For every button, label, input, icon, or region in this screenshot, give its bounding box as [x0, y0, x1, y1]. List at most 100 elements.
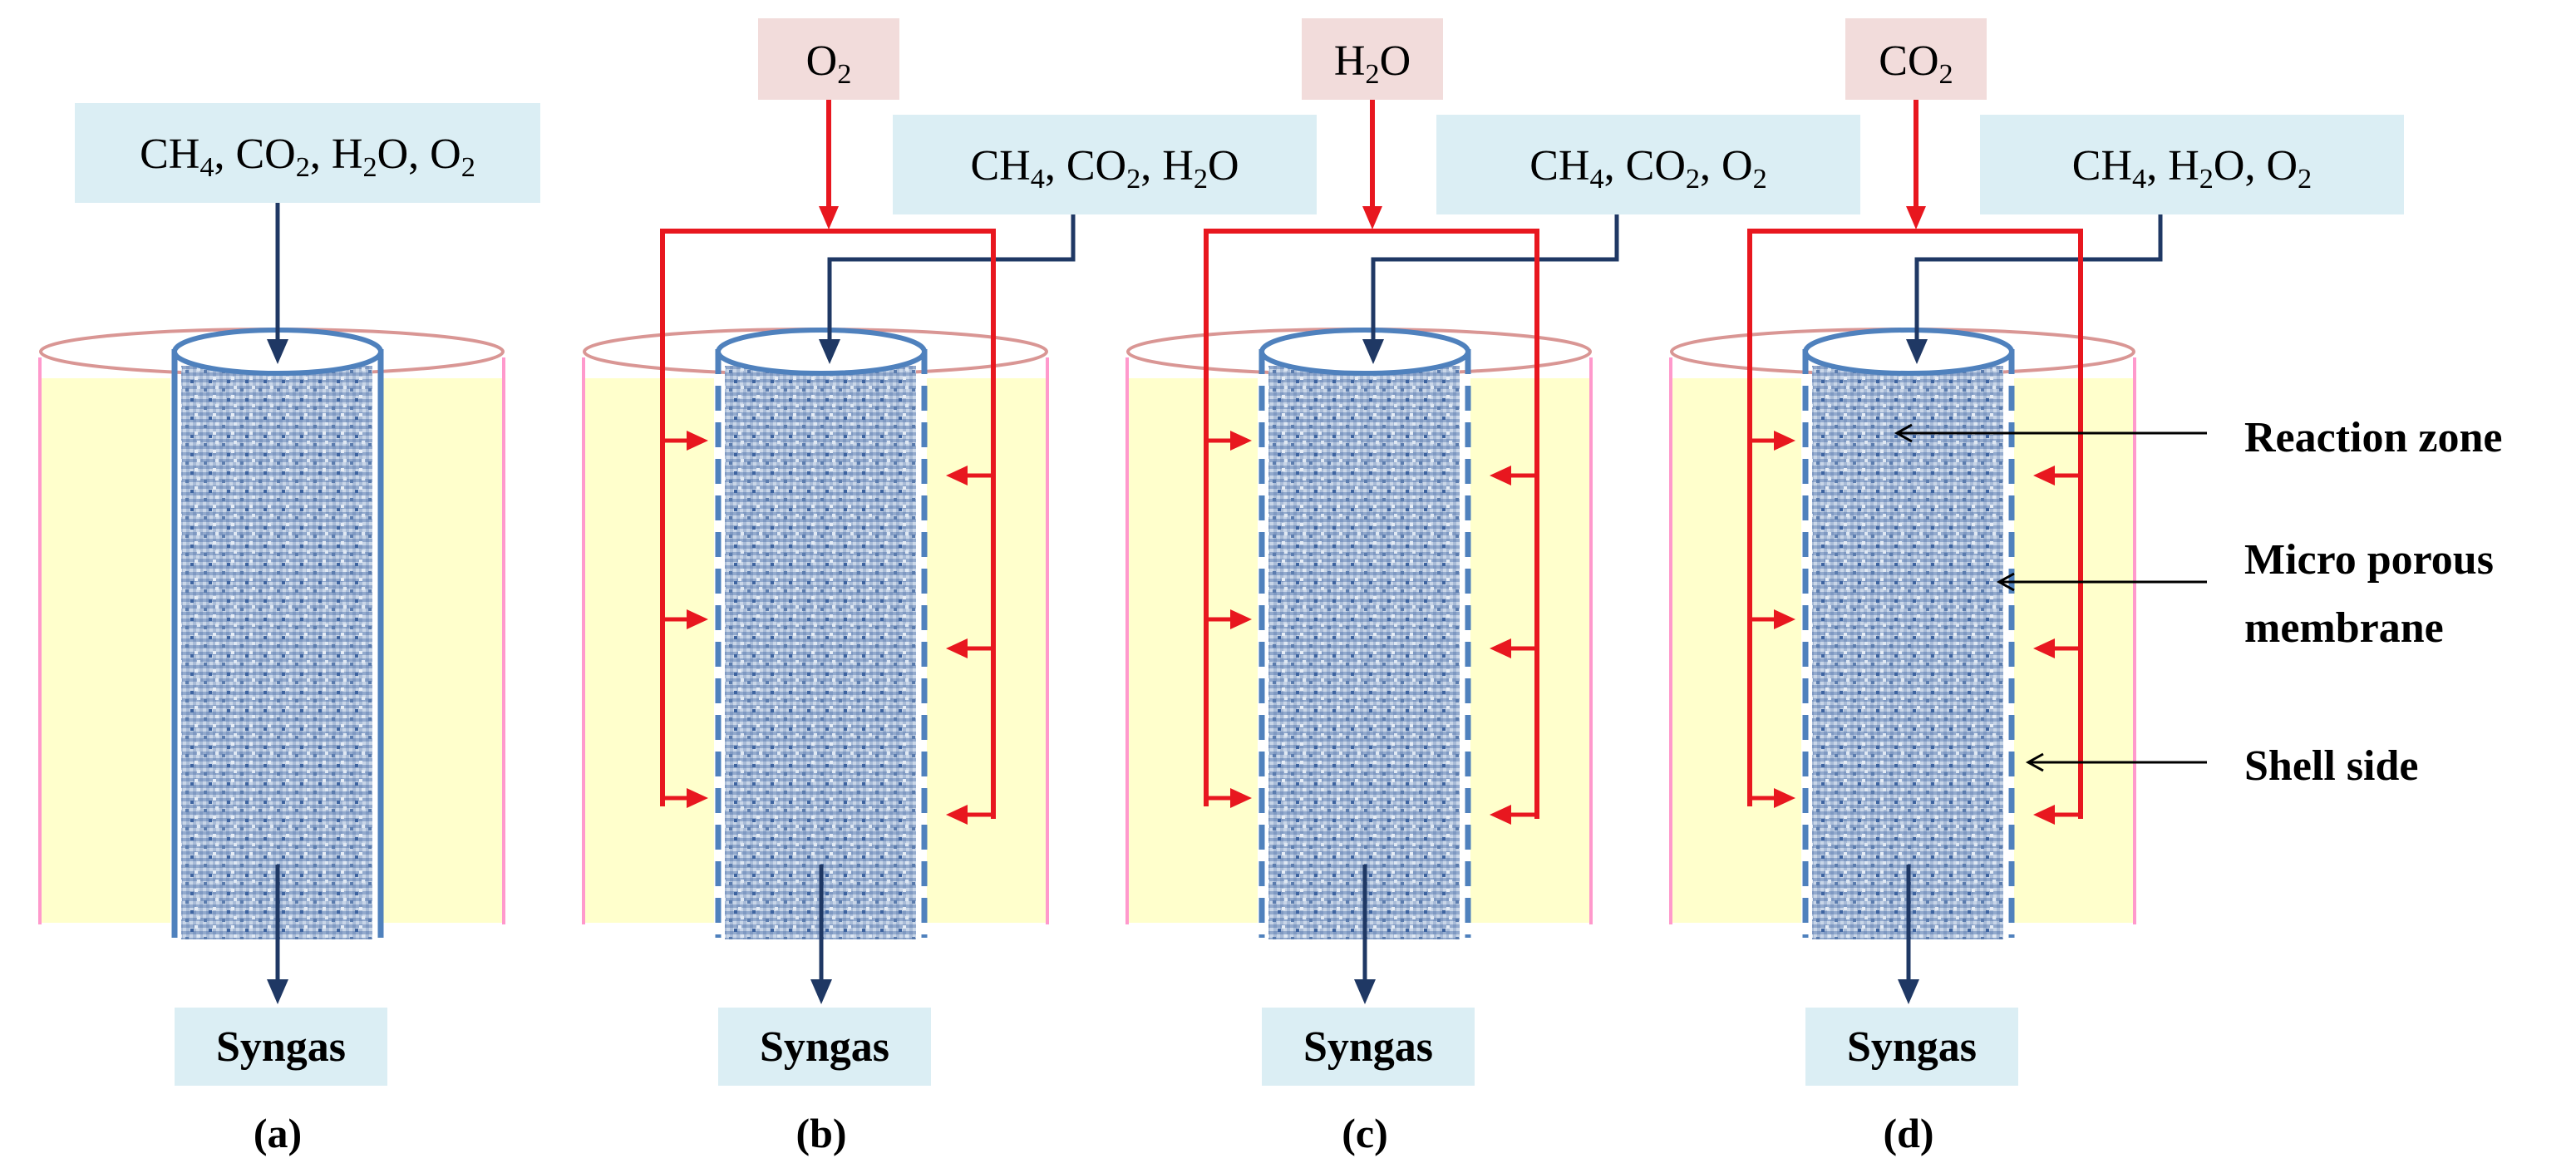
feed-label: CH4, CO2, H2O	[970, 142, 1239, 195]
right-injection-head	[946, 805, 968, 825]
right-injection-head	[946, 466, 968, 485]
formula-text: CO	[1879, 37, 1938, 85]
formula-text: O, O	[377, 131, 461, 178]
panel-caption: (b)	[795, 1110, 846, 1156]
outlet-label: Syngas	[760, 1023, 889, 1071]
left-injection-head	[687, 609, 708, 629]
formula-text: CH	[2072, 142, 2132, 190]
panel-caption: (d)	[1883, 1110, 1933, 1156]
panel-caption: (c)	[1342, 1110, 1388, 1156]
left-injection-head	[687, 788, 708, 808]
feed-line	[1371, 214, 1619, 341]
subscript: 2	[1753, 163, 1767, 195]
formula-text: , H	[1140, 142, 1194, 190]
subscript: 2	[1126, 163, 1140, 195]
side-feed-arrow-head	[819, 206, 839, 229]
membrane-label-line1: Micro porous	[2244, 536, 2494, 584]
side-feed-arrow-head	[1362, 206, 1382, 229]
side-feed-box	[1845, 18, 1987, 100]
outlet-box	[1262, 1008, 1475, 1086]
reaction-zone-label: Reaction zone	[2244, 414, 2502, 461]
formula-text: , O	[1700, 142, 1753, 190]
feed-arrow-head	[1362, 339, 1384, 364]
reaction-zone-texture	[1268, 366, 1460, 939]
side-feed-arrow-head	[1906, 206, 1926, 229]
subscript: 2	[461, 151, 475, 183]
subscript: 2	[1686, 163, 1700, 195]
outlet-arrow-head	[810, 979, 832, 1004]
right-injection-head	[1490, 638, 1511, 658]
feed-line	[827, 214, 1076, 341]
outlet-label: Syngas	[1303, 1023, 1433, 1071]
right-injection-head	[1490, 805, 1511, 825]
formula-text: O	[806, 37, 838, 85]
subscript: 2	[1365, 58, 1379, 90]
feed-line	[1914, 214, 2163, 341]
formula-text: CH	[1529, 142, 1589, 190]
formula-text: , H	[2146, 142, 2199, 190]
tube-top-rim	[716, 328, 927, 376]
subscript: 2	[362, 151, 377, 183]
subscript: 4	[1031, 163, 1045, 195]
feed-label-box	[893, 115, 1317, 214]
distribution-manifold	[1747, 229, 2083, 819]
panel-caption: (a)	[254, 1110, 302, 1156]
distribution-manifold	[1204, 229, 1539, 819]
formula-text: , H	[310, 131, 363, 178]
tube-top-rim	[1803, 328, 2014, 376]
left-injection-head	[1230, 431, 1252, 451]
outlet-box	[1805, 1008, 2018, 1086]
right-injection-head	[1490, 466, 1511, 485]
subscript: 2	[1939, 58, 1953, 90]
feed-label-box	[1980, 115, 2404, 214]
outlet-box	[175, 1008, 387, 1086]
right-injection-head	[2033, 805, 2055, 825]
formula-text: CH	[970, 142, 1030, 190]
left-injection-head	[1230, 609, 1252, 629]
membrane-pointer-head	[1996, 572, 2015, 592]
shell-side-label: Shell side	[2244, 742, 2419, 790]
outlet-arrow-head	[1898, 979, 1919, 1004]
formula-text: O	[1380, 37, 1411, 85]
left-injection-head	[1230, 788, 1252, 808]
membrane-label-line2: membrane	[2244, 604, 2444, 652]
subscript: 4	[2132, 163, 2146, 195]
subscript: 4	[1589, 163, 1603, 195]
formula-text: , CO	[1604, 142, 1686, 190]
left-injection-head	[1774, 609, 1795, 629]
distribution-manifold	[660, 229, 996, 819]
outlet-box	[718, 1008, 931, 1086]
outlet-label: Syngas	[1847, 1023, 1977, 1071]
right-injection-head	[2033, 466, 2055, 485]
side-feed-label: CO2	[1879, 37, 1953, 90]
feed-label: CH4, H2O, O2	[2072, 142, 2312, 195]
reaction-zone-texture	[725, 366, 916, 939]
feed-arrow-head	[267, 339, 288, 364]
reaction-zone-texture	[181, 366, 372, 939]
subscript: 2	[296, 151, 310, 183]
formula-text: O	[1208, 142, 1239, 190]
tube-top-rim	[1259, 328, 1470, 376]
feed-label: CH4, CO2, H2O, O2	[140, 131, 475, 183]
feed-label-box	[75, 103, 540, 203]
right-injection-head	[2033, 638, 2055, 658]
feed-arrow-head	[819, 339, 840, 364]
formula-text: , CO	[214, 131, 296, 178]
left-injection-head	[687, 431, 708, 451]
shell-side-pointer-head	[2025, 752, 2044, 772]
feed-label: CH4, CO2, O2	[1529, 142, 1767, 195]
side-feed-box	[758, 18, 899, 100]
reaction-zone-texture	[1812, 366, 2003, 939]
feed-arrow-head	[1906, 339, 1928, 364]
outlet-arrow-head	[267, 979, 288, 1004]
right-injection-head	[946, 638, 968, 658]
left-injection-head	[1774, 431, 1795, 451]
outlet-arrow-head	[1354, 979, 1376, 1004]
formula-text: , CO	[1045, 142, 1126, 190]
subscript: 4	[199, 151, 214, 183]
